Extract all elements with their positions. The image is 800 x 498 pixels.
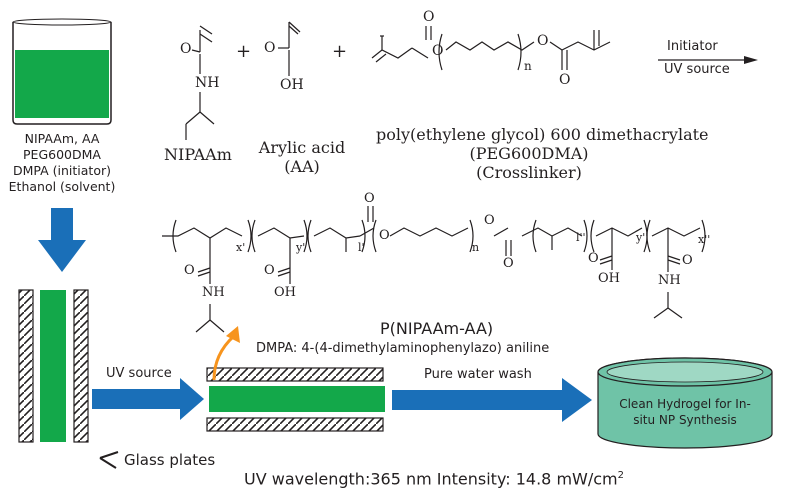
peg-o-ether2-atom: O [537,33,549,49]
aa-structure [278,21,301,76]
polymer-subscript-l1: l' [358,241,365,254]
polymer-structure [162,206,706,333]
uv-parameters-text: UV wavelength:365 nm Intensity: 14.8 mW/… [244,469,618,489]
uv-parameters: UV wavelength:365 nm Intensity: 14.8 mW/… [244,470,624,489]
peg-o-bottom-atom: O [559,72,571,88]
left-plate [18,289,34,443]
peg-o-top-atom: O [423,9,435,25]
polymer-o2-atom: O [264,263,275,278]
reaction-arrow-top-label: Initiator [667,39,718,54]
dmpa-note: DMPA: 4-(4-dimethylaminophenylazo) anili… [256,341,550,356]
horizontal-hydrogel-layer [209,386,385,412]
peg-name: poly(ethylene glycol) 600 dimethacrylate [376,125,709,144]
plus-sign-2: + [332,41,348,62]
polymer-subscript-x1: x' [236,241,246,254]
aa-abbr: (AA) [284,157,320,176]
polymer-o7-atom-acid: O [588,251,599,266]
polymer-subscript-y1: y' [296,241,306,254]
aa-o-atom: O [264,40,276,56]
nipaam-structure [185,25,215,140]
beaker-line-4: Ethanol (solvent) [8,179,116,194]
peg-label: poly(ethylene glycol) 600 dimethacrylate… [376,125,709,182]
beaker-outline [12,22,112,125]
wash-arrow [392,378,592,422]
polymer-o1-atom: O [184,263,195,278]
polymer-subscript-n: n [472,241,480,254]
beaker-label: NIPAAm, AA PEG600DMA DMPA (initiator) Et… [0,131,124,195]
hydrogel-dish [597,357,773,449]
polymer-subscript-x2: x'' [698,233,711,246]
uv-source-label: UV source [106,366,172,381]
bottom-plate [206,417,384,432]
polymer-o-atom-amide: O [682,253,693,268]
beaker-line-3: DMPA (initiator) [12,163,112,178]
polymer-name: P(NIPAAm-AA) [380,319,494,338]
uv-parameters-superscript: 2 [617,470,624,481]
beaker-rim [12,18,112,26]
polymer-nh1-atom: NH [202,285,225,300]
top-plate [206,367,384,382]
vertical-glass-plates [18,289,89,443]
aa-label: Arylic acid (AA) [252,138,352,176]
polymer-o4-atom: O [379,228,390,243]
polymer-o6-atom: O [503,256,514,271]
peg-n-subscript: n [524,59,532,73]
right-plate [73,289,89,443]
glass-plates-pointer [99,451,119,469]
beaker-liquid [15,50,109,118]
product-label: Clean Hydrogel for In-situ NP Synthesis [619,397,751,427]
horizontal-glass-plates [206,367,385,432]
polymer-subscript-y2: y'' [636,231,649,244]
peg-structure [371,26,611,71]
polymer-nh2-atom: NH [658,273,681,288]
aa-name: Arylic acid [258,138,346,157]
wash-label: Pure water wash [424,367,532,382]
reaction-arrow [658,56,758,64]
aa-oh-atom: OH [280,77,304,93]
plus-sign-1: + [236,41,252,62]
polymer-oh2-atom: OH [598,271,620,286]
peg-o-ether1-atom: O [432,43,444,59]
peg-abbr: (PEG600DMA) [469,144,589,163]
down-arrow [38,208,86,272]
uv-arrow [92,378,204,420]
beaker-line-1: NIPAAm, AA [24,131,100,146]
peg-role: (Crosslinker) [476,163,582,182]
beaker-line-2: PEG600DMA [23,147,101,162]
nipaam-label: NIPAAm [164,145,232,164]
polymer-oh1-atom: OH [274,285,296,300]
polymer-subscript-l2: l'' [576,231,586,244]
nipaam-nh-atom: NH [195,75,220,91]
polymer-o5-atom: O [484,213,495,228]
reaction-arrow-bottom-label: UV source [664,62,730,77]
polymer-o3-atom: O [364,191,375,206]
nipaam-o-atom: O [180,41,192,57]
vertical-hydrogel-layer [40,290,66,442]
beaker [12,18,112,125]
uv-light-arrow [212,326,240,381]
glass-plates-label: Glass plates [124,451,216,469]
